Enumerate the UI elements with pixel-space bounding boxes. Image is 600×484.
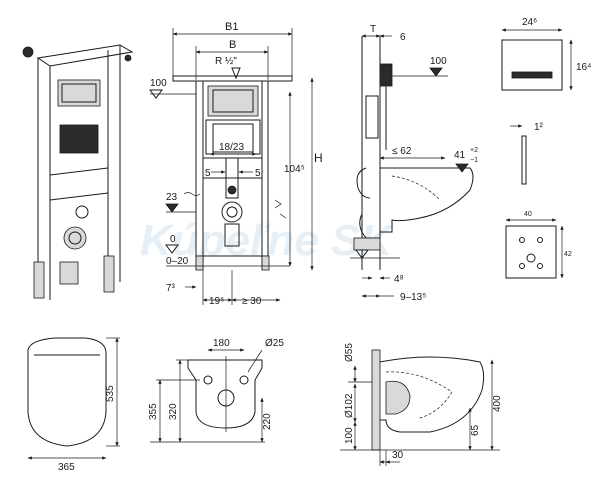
isometric-frame (22, 44, 134, 300)
side-view: T 6 100 ≤ 62 41 +2 −1 4⁸ 9–13⁵ (350, 24, 478, 303)
wall-plate-height: 42 (564, 251, 572, 258)
depth-t-label: T (370, 24, 376, 35)
side-top-level: 100 (430, 56, 447, 67)
front-top-level: 100 (150, 78, 167, 89)
floor-range: 0–20 (166, 256, 189, 267)
plate-height: 16⁴ (576, 62, 591, 73)
wall-plate: 40 42 (505, 211, 572, 279)
hole-diameter: Ø25 (265, 338, 284, 349)
seat-height: 41 (454, 150, 466, 161)
bowl-rear-view: 180 Ø25 355 320 220 (148, 338, 284, 443)
bowl-side-view: Ø55 Ø102 100 65 400 30 (340, 343, 503, 466)
total-height-400: 400 (492, 395, 503, 412)
seat-length: 535 (105, 385, 116, 402)
center-offset: 19⁵ (209, 296, 224, 307)
drain-height: 23 (166, 192, 178, 203)
seat-top-view: 535 365 (27, 337, 120, 473)
bowl-height-355: 355 (148, 403, 159, 420)
front-view: B1 B R ½" 100 18/23 (149, 21, 323, 307)
bottom-offset: 7³ (166, 283, 176, 294)
height-h-label: H (314, 151, 323, 165)
seat-tol-minus: −1 (470, 157, 478, 164)
hole-spacing: 180 (213, 338, 230, 349)
wall-plate-width: 40 (524, 211, 532, 218)
pipe-diameter: Ø102 (344, 393, 355, 418)
outlet-diameter: Ø55 (344, 343, 355, 362)
bottom-height: 100 (344, 427, 355, 444)
button-plate: 24⁶ 16⁴ 1² (501, 17, 591, 185)
hole-height-220: 220 (262, 413, 273, 430)
floor-level: 0 (170, 234, 176, 245)
plate-width: 24⁶ (522, 17, 537, 28)
spacing-label: 18/23 (219, 142, 244, 153)
b-label: B (229, 39, 236, 51)
min-side: ≥ 30 (242, 296, 262, 307)
drop-65: 65 (470, 424, 481, 436)
right-offset: 5 (255, 168, 261, 179)
depth-range: 9–13⁵ (400, 292, 426, 303)
seat-width: 365 (58, 462, 75, 473)
left-offset: 5 (205, 168, 211, 179)
foot-offset: 4⁸ (394, 274, 404, 285)
side-gap: 6 (400, 32, 406, 43)
height-104-label: 104⁵ (284, 164, 305, 175)
seat-tol-plus: +2 (470, 147, 478, 154)
b1-label: B1 (225, 21, 238, 33)
bowl-height-320: 320 (168, 403, 179, 420)
projection-label: ≤ 62 (392, 146, 412, 157)
wall-gap: 30 (392, 450, 404, 461)
pipe-label: R ½" (215, 56, 237, 67)
plate-thickness: 1² (534, 122, 544, 133)
